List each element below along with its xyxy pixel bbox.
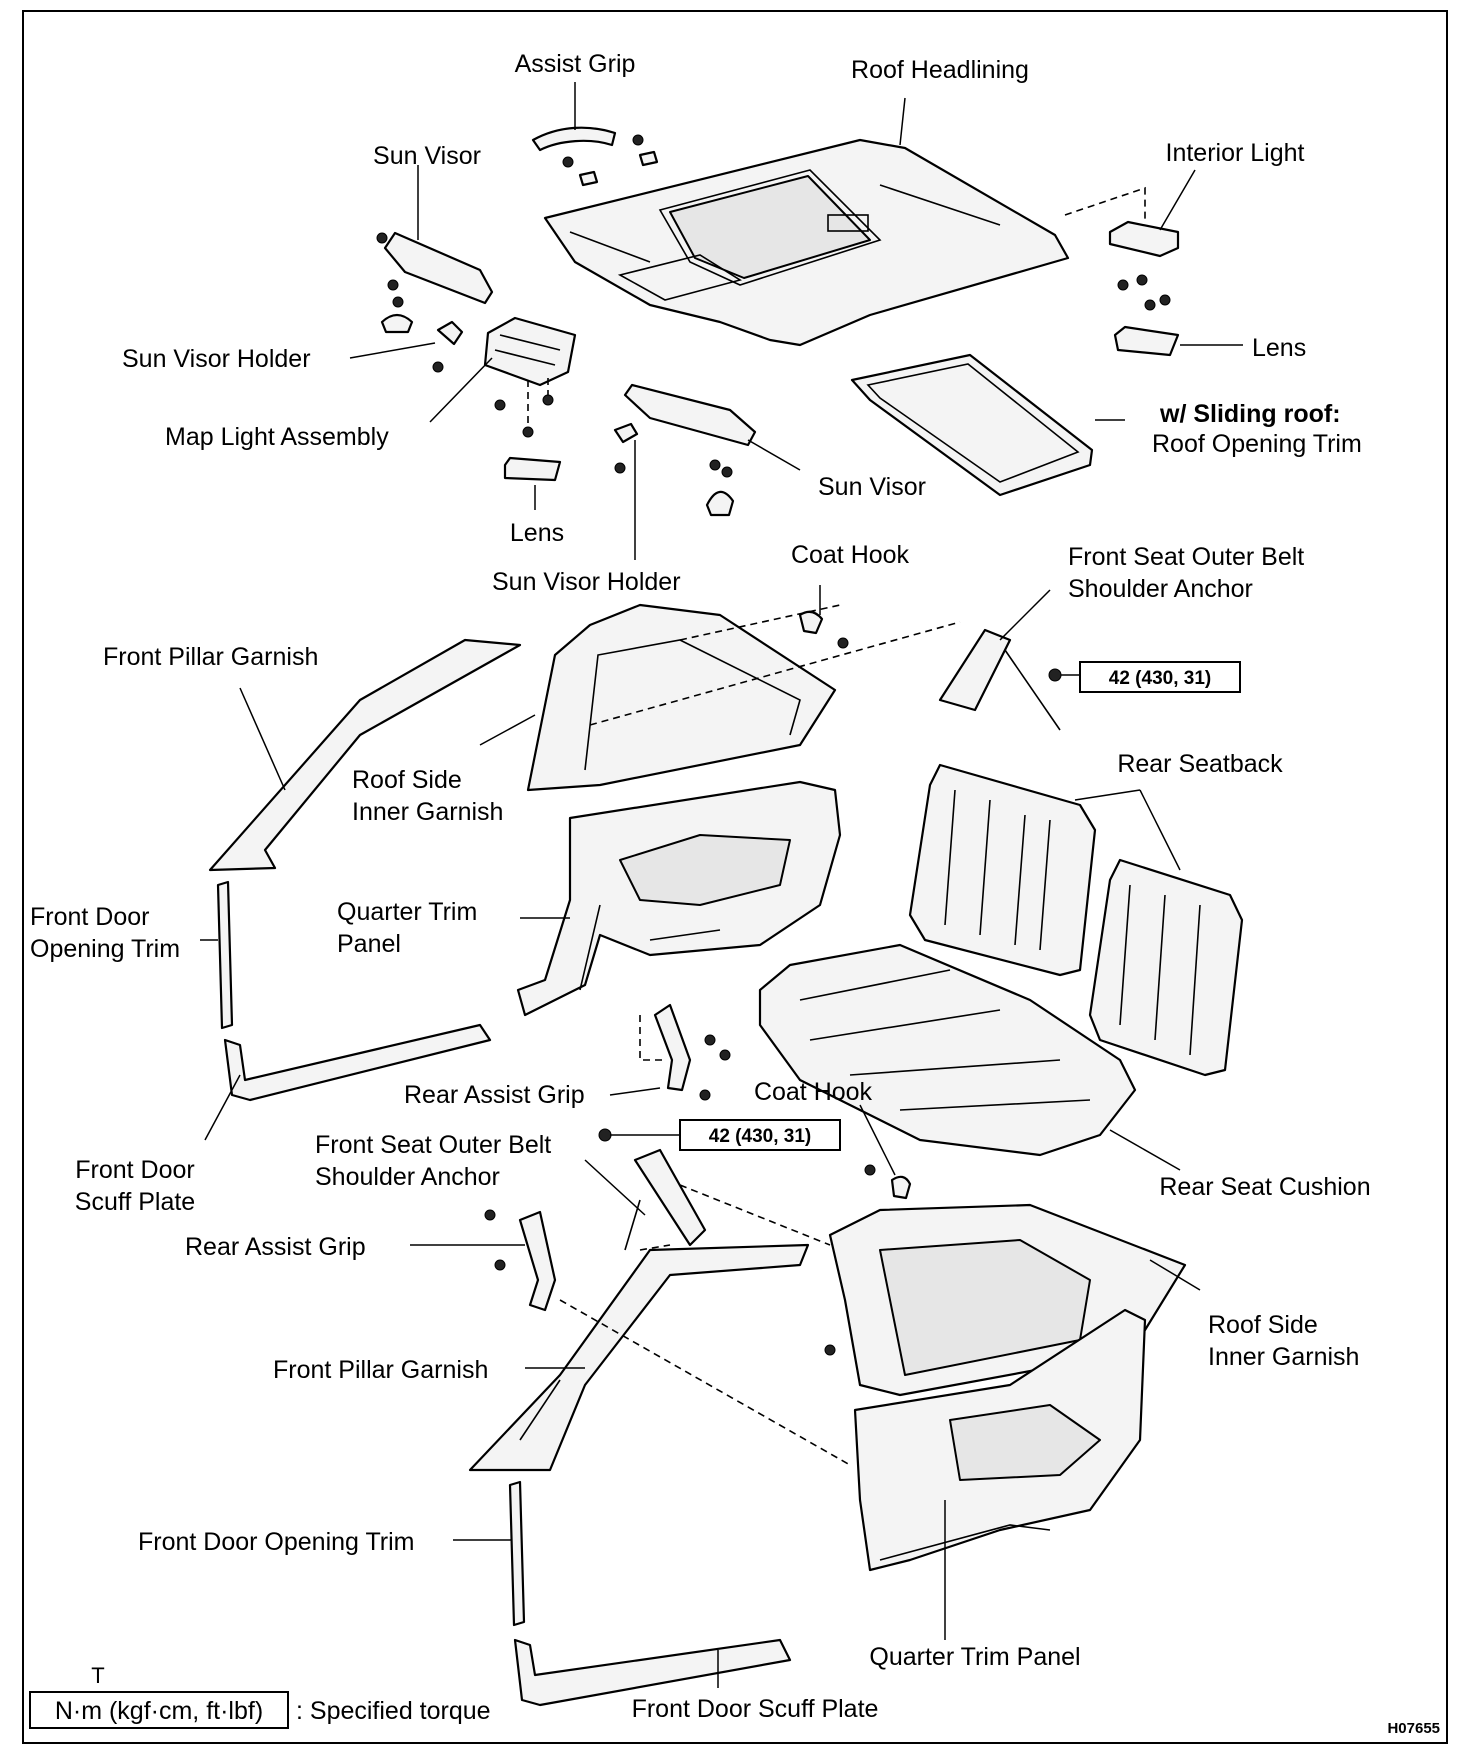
label-quarter-trim-panel-lower: Quarter Trim Panel xyxy=(869,1643,1080,1671)
legend-mark: T xyxy=(91,1663,104,1688)
rear-assist-grip-upper xyxy=(639,1003,731,1101)
seatbelt-anchor-lower xyxy=(624,1148,707,1251)
label-coat-hook-lower: Coat Hook xyxy=(754,1078,873,1106)
label-lens-right: Lens xyxy=(1252,334,1306,362)
legend-unit: N·m (kgf·cm, ft·lbf) xyxy=(55,1697,263,1725)
front-pillar-garnish-lower xyxy=(468,1243,810,1472)
label-front-door-scuff-plate-lower: Front Door Scuff Plate xyxy=(632,1695,879,1723)
front-pillar-garnish-upper xyxy=(208,638,522,872)
label-rear-assist-grip-lower: Rear Assist Grip xyxy=(185,1233,366,1261)
map-light-assembly xyxy=(483,316,577,438)
label-map-light-assembly: Map Light Assembly xyxy=(165,423,389,451)
label-sun-visor-holder-left: Sun Visor Holder xyxy=(122,345,311,373)
front-door-opening-trim-upper xyxy=(216,880,234,1030)
quarter-trim-panel-upper xyxy=(516,780,842,1017)
label-quarter-trim-panel-top-1: Quarter Trim xyxy=(337,898,477,926)
assist-grip xyxy=(531,126,659,187)
roof-opening-trim xyxy=(850,353,1094,497)
label-rear-seatback: Rear Seatback xyxy=(1117,750,1283,778)
rear-assist-grip-lower xyxy=(484,1209,557,1312)
label-front-door-scuff-plate-2: Scuff Plate xyxy=(75,1188,195,1216)
label-front-pillar-garnish-top: Front Pillar Garnish xyxy=(103,643,318,671)
torque-box-lower: 42 (430, 31) xyxy=(679,1119,841,1151)
label-roof-side-garnish-top-1: Roof Side xyxy=(352,766,462,794)
labels: Assist Grip Roof Headlining Sun Visor In… xyxy=(30,50,1371,1723)
label-front-seat-anchor-lower-1: Front Seat Outer Belt xyxy=(315,1131,551,1159)
sun-visor-upper xyxy=(376,231,494,308)
label-front-door-opening-trim-1: Front Door xyxy=(30,903,149,931)
coat-hook-lower xyxy=(864,1164,912,1200)
label-front-seat-anchor-top-1: Front Seat Outer Belt xyxy=(1068,543,1304,571)
roof-headlining xyxy=(543,138,1070,347)
torque-value-upper: 42 (430, 31) xyxy=(1109,668,1211,689)
label-sun-visor-lower: Sun Visor xyxy=(818,473,926,501)
quarter-trim-panel-lower xyxy=(853,1308,1147,1572)
front-door-scuff-plate-upper xyxy=(223,1023,492,1102)
roof-side-inner-garnish-upper xyxy=(526,603,837,792)
rear-seat-cushion xyxy=(758,943,1137,1157)
label-quarter-trim-panel-top-2: Panel xyxy=(337,930,401,958)
label-roof-opening-trim: Roof Opening Trim xyxy=(1152,430,1362,458)
label-lens-lower: Lens xyxy=(510,519,564,547)
label-front-pillar-garnish-lower: Front Pillar Garnish xyxy=(273,1356,488,1384)
label-front-seat-anchor-top-2: Shoulder Anchor xyxy=(1068,575,1253,603)
sun-visor-holder-upper xyxy=(380,313,464,373)
legend-description: : Specified torque xyxy=(296,1697,491,1725)
diagram-frame xyxy=(22,10,1448,1744)
label-front-door-scuff-plate-1: Front Door xyxy=(75,1156,194,1184)
label-coat-hook-top: Coat Hook xyxy=(791,541,910,569)
label-roof-side-garnish-top-2: Inner Garnish xyxy=(352,798,503,826)
label-assist-grip: Assist Grip xyxy=(515,50,636,78)
label-front-door-opening-trim-2: Opening Trim xyxy=(30,935,180,963)
seatbelt-anchor-upper xyxy=(938,628,1062,731)
label-roof-headlining: Roof Headlining xyxy=(851,56,1029,84)
label-front-seat-anchor-lower-2: Shoulder Anchor xyxy=(315,1163,500,1191)
label-sun-visor-top: Sun Visor xyxy=(373,142,481,170)
leader-lines xyxy=(200,82,1243,1688)
front-door-opening-trim-lower xyxy=(508,1480,526,1627)
rear-seatback xyxy=(908,763,1244,1077)
label-interior-light: Interior Light xyxy=(1166,139,1305,167)
label-front-door-opening-trim-lower: Front Door Opening Trim xyxy=(138,1528,415,1556)
interior-light xyxy=(1064,186,1180,357)
torque-box-upper: 42 (430, 31) xyxy=(1079,661,1241,693)
coat-hook-upper xyxy=(798,610,849,649)
torque-legend: T N·m (kgf·cm, ft·lbf) : Specified torqu… xyxy=(29,1663,491,1729)
label-sun-visor-holder-center: Sun Visor Holder xyxy=(492,568,681,596)
sun-visor-lower xyxy=(613,383,757,517)
front-door-scuff-plate-lower xyxy=(513,1638,792,1707)
label-rear-assist-grip-top: Rear Assist Grip xyxy=(404,1081,585,1109)
lens-lower-part xyxy=(503,456,562,482)
label-sliding-roof-note: w/ Sliding roof: xyxy=(1159,400,1341,428)
label-roof-side-garnish-lower-1: Roof Side xyxy=(1208,1311,1318,1339)
torque-value-lower: 42 (430, 31) xyxy=(709,1126,811,1147)
label-rear-seat-cushion: Rear Seat Cushion xyxy=(1159,1173,1370,1201)
figure-code: H07655 xyxy=(1387,1720,1440,1737)
label-roof-side-garnish-lower-2: Inner Garnish xyxy=(1208,1343,1359,1371)
